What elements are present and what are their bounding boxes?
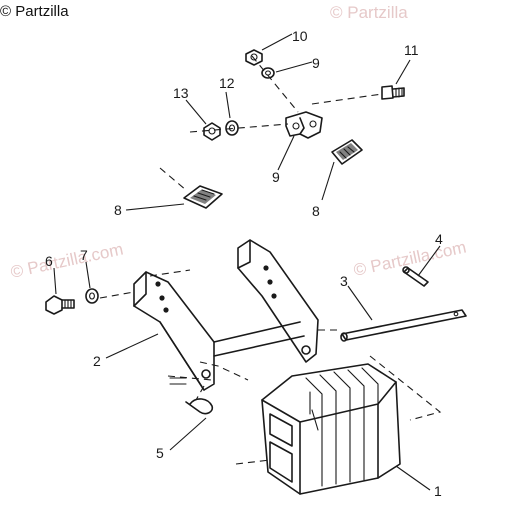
watermark-mid-right: © Partzilla.com bbox=[352, 238, 468, 280]
part-11-nut bbox=[245, 49, 263, 66]
callout-1: 1 bbox=[434, 483, 442, 499]
part-8-pad-left bbox=[183, 185, 223, 209]
pad-left-axis bbox=[159, 167, 187, 191]
upper-vertical-axis bbox=[251, 55, 299, 113]
callout-11: 10 bbox=[292, 28, 308, 44]
upper-axis-line bbox=[189, 93, 383, 133]
callout-3: 3 bbox=[340, 273, 348, 289]
callout-9: 9 bbox=[272, 169, 280, 185]
watermark-top-left: © Partzilla bbox=[0, 3, 69, 20]
part-10-washer bbox=[261, 67, 275, 79]
callout-5: 5 bbox=[156, 445, 164, 461]
callout-4: 4 bbox=[435, 231, 443, 247]
watermark-top-right: © Partzilla bbox=[330, 3, 408, 22]
callout-10: 9 bbox=[312, 55, 320, 71]
lower-dash-lines bbox=[99, 269, 442, 465]
part-12-bolt bbox=[381, 85, 405, 100]
part-1-weight-block bbox=[261, 363, 401, 495]
callout-8-right: 8 bbox=[312, 203, 320, 219]
callout-8-left: 8 bbox=[114, 202, 122, 218]
part-13-washer bbox=[225, 120, 239, 136]
callout-13: 12 bbox=[219, 75, 235, 91]
callout-2: 2 bbox=[93, 353, 101, 369]
callout-14: 13 bbox=[173, 85, 189, 101]
part-5-clip bbox=[169, 377, 214, 415]
leader-lines bbox=[53, 33, 441, 491]
part-9-bracket bbox=[285, 111, 323, 139]
watermark-mid-left: © Partzilla.com bbox=[9, 240, 125, 282]
callout-7: 7 bbox=[80, 247, 88, 263]
part-2-frame bbox=[133, 239, 319, 391]
callout-12: 11 bbox=[404, 42, 419, 58]
part-14-nut bbox=[203, 122, 221, 141]
part-8-pad-right bbox=[331, 139, 363, 165]
part-4-small-pin bbox=[402, 266, 429, 287]
part-6-bolt bbox=[45, 295, 75, 315]
callout-6: 6 bbox=[45, 253, 53, 269]
part-7-washer bbox=[85, 288, 99, 304]
part-3-pin bbox=[340, 309, 467, 342]
